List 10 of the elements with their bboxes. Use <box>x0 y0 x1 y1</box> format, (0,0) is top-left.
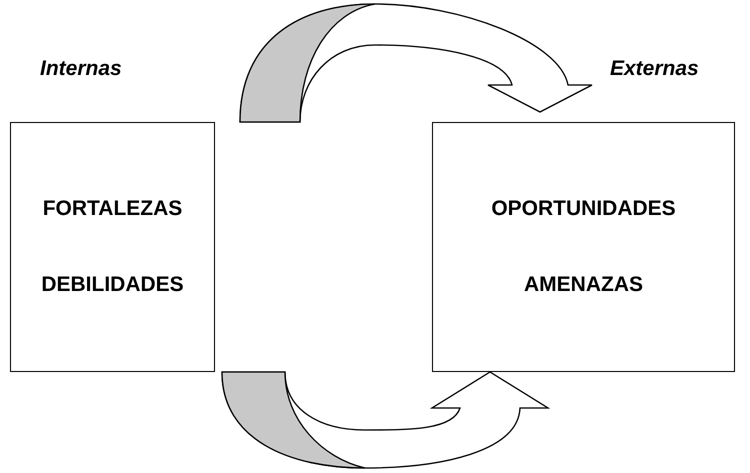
box-label: DEBILIDADES <box>41 273 184 297</box>
box-label: AMENAZAS <box>524 273 643 297</box>
process-box <box>432 122 735 372</box>
process-box <box>10 122 215 372</box>
curved-block-arrow <box>239 3 593 123</box>
side-label: Internas <box>40 57 122 81</box>
box-label: FORTALEZAS <box>42 197 182 221</box>
side-label: Externas <box>610 57 699 81</box>
curved-block-arrow <box>221 371 549 469</box>
box-label: OPORTUNIDADES <box>491 197 676 221</box>
